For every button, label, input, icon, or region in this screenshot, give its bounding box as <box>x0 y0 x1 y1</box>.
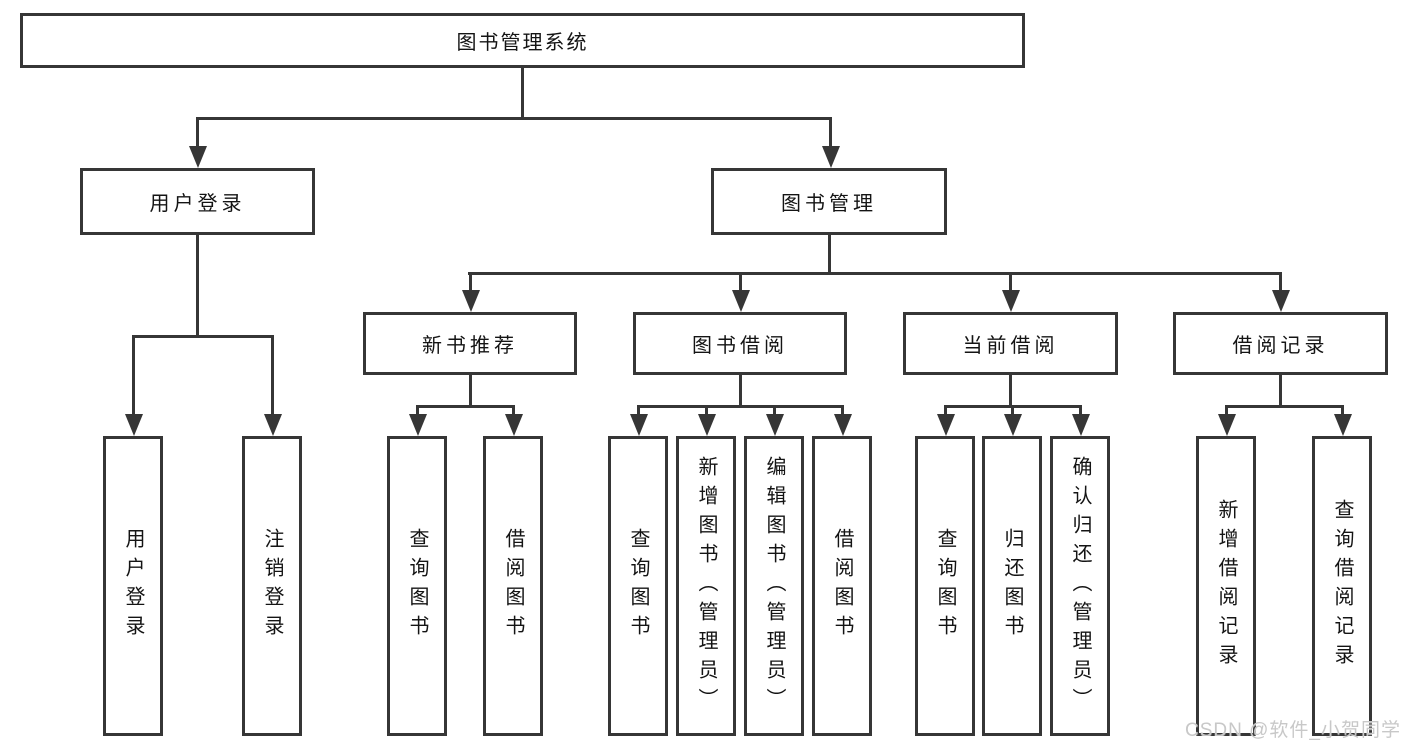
connector-user-login-stem <box>196 235 199 337</box>
leaf-borrow-query-books: 查询图书 <box>608 436 668 736</box>
connector-borrow-records-stem <box>1279 375 1282 407</box>
arrow-to-borrow-records <box>1271 272 1290 312</box>
connector-book-borrow-bar <box>637 405 843 408</box>
leaf-current-confirm-return-label: 确认归还（管理员） <box>1069 455 1091 717</box>
leaf-borrow-edit-books-label: 编辑图书（管理员） <box>763 455 785 717</box>
leaf-current-return-books: 归还图书 <box>982 436 1042 736</box>
node-user-login: 用户登录 <box>80 168 315 235</box>
node-new-book-rec: 新书推荐 <box>363 312 577 375</box>
leaf-borrow-add-books: 新增图书（管理员） <box>676 436 736 736</box>
leaf-borrow-query-books-label: 查询图书 <box>627 528 649 644</box>
arrow-current-confirm-return <box>1071 405 1090 436</box>
connector-book-management-stem <box>828 235 831 274</box>
leaf-borrow-borrow-books: 借阅图书 <box>812 436 872 736</box>
leaf-borrow-add-books-label: 新增图书（管理员） <box>695 455 717 717</box>
node-book-management-label: 图书管理 <box>781 193 877 215</box>
leaf-records-add-record: 新增借阅记录 <box>1196 436 1256 736</box>
arrow-to-leaf-logout <box>263 335 282 436</box>
node-user-login-label: 用户登录 <box>149 193 246 215</box>
connector-current-borrow-stem <box>1009 375 1012 407</box>
node-root: 图书管理系统 <box>20 13 1025 68</box>
leaf-rec-borrow-books: 借阅图书 <box>483 436 543 736</box>
leaf-user-login-label: 用户登录 <box>122 528 144 644</box>
leaf-user-login: 用户登录 <box>103 436 163 736</box>
node-book-borrow-label: 图书借阅 <box>692 335 788 357</box>
leaf-rec-query-books: 查询图书 <box>387 436 447 736</box>
arrow-to-book-borrow <box>731 272 750 312</box>
leaf-current-query-books: 查询图书 <box>915 436 975 736</box>
leaf-rec-query-books-label: 查询图书 <box>406 528 428 644</box>
arrow-records-query-record <box>1333 405 1352 436</box>
arrow-to-current-borrow <box>1001 272 1020 312</box>
csdn-watermark: CSDN @软件_小贺同学 <box>1185 720 1401 741</box>
arrow-to-leaf-user-login <box>124 335 143 436</box>
node-borrow-records-label: 借阅记录 <box>1232 335 1329 357</box>
arrow-borrow-add-books <box>697 405 716 436</box>
leaf-records-query-record-label: 查询借阅记录 <box>1331 499 1353 673</box>
node-book-borrow: 图书借阅 <box>633 312 847 375</box>
arrow-current-return-books <box>1003 405 1022 436</box>
connector-new-book-rec-stem <box>469 375 472 407</box>
leaf-current-confirm-return: 确认归还（管理员） <box>1050 436 1110 736</box>
leaf-current-return-books-label: 归还图书 <box>1001 528 1023 644</box>
arrow-to-user-login <box>188 117 207 168</box>
connector-book-borrow-stem <box>739 375 742 407</box>
leaf-borrow-edit-books: 编辑图书（管理员） <box>744 436 804 736</box>
connector-new-book-rec-bar <box>416 405 515 408</box>
node-new-book-rec-label: 新书推荐 <box>422 335 518 357</box>
connector-root-stem <box>521 68 524 120</box>
arrow-rec-query-books <box>408 405 427 436</box>
leaf-borrow-borrow-books-label: 借阅图书 <box>831 528 853 644</box>
connector-book-management-bar <box>468 272 1281 275</box>
arrow-rec-borrow-books <box>504 405 523 436</box>
arrow-to-book-management <box>821 117 840 168</box>
arrow-current-query-books <box>936 405 955 436</box>
arrow-borrow-edit-books <box>765 405 784 436</box>
leaf-rec-borrow-books-label: 借阅图书 <box>502 528 524 644</box>
leaf-logout-label: 注销登录 <box>261 528 283 644</box>
connector-user-login-bar <box>132 335 273 338</box>
connector-borrow-records-bar <box>1225 405 1343 408</box>
connector-root-bar <box>196 117 831 120</box>
arrow-to-new-book-rec <box>461 272 480 312</box>
node-root-label: 图书管理系统 <box>456 32 589 54</box>
node-borrow-records: 借阅记录 <box>1173 312 1388 375</box>
leaf-records-query-record: 查询借阅记录 <box>1312 436 1372 736</box>
node-current-borrow: 当前借阅 <box>903 312 1118 375</box>
node-current-borrow-label: 当前借阅 <box>962 335 1059 357</box>
arrow-records-add-record <box>1217 405 1236 436</box>
leaf-records-add-record-label: 新增借阅记录 <box>1215 499 1237 673</box>
arrow-borrow-borrow-books <box>833 405 852 436</box>
leaf-current-query-books-label: 查询图书 <box>934 528 956 644</box>
leaf-logout: 注销登录 <box>242 436 302 736</box>
node-book-management: 图书管理 <box>711 168 947 235</box>
arrow-borrow-query-books <box>629 405 648 436</box>
